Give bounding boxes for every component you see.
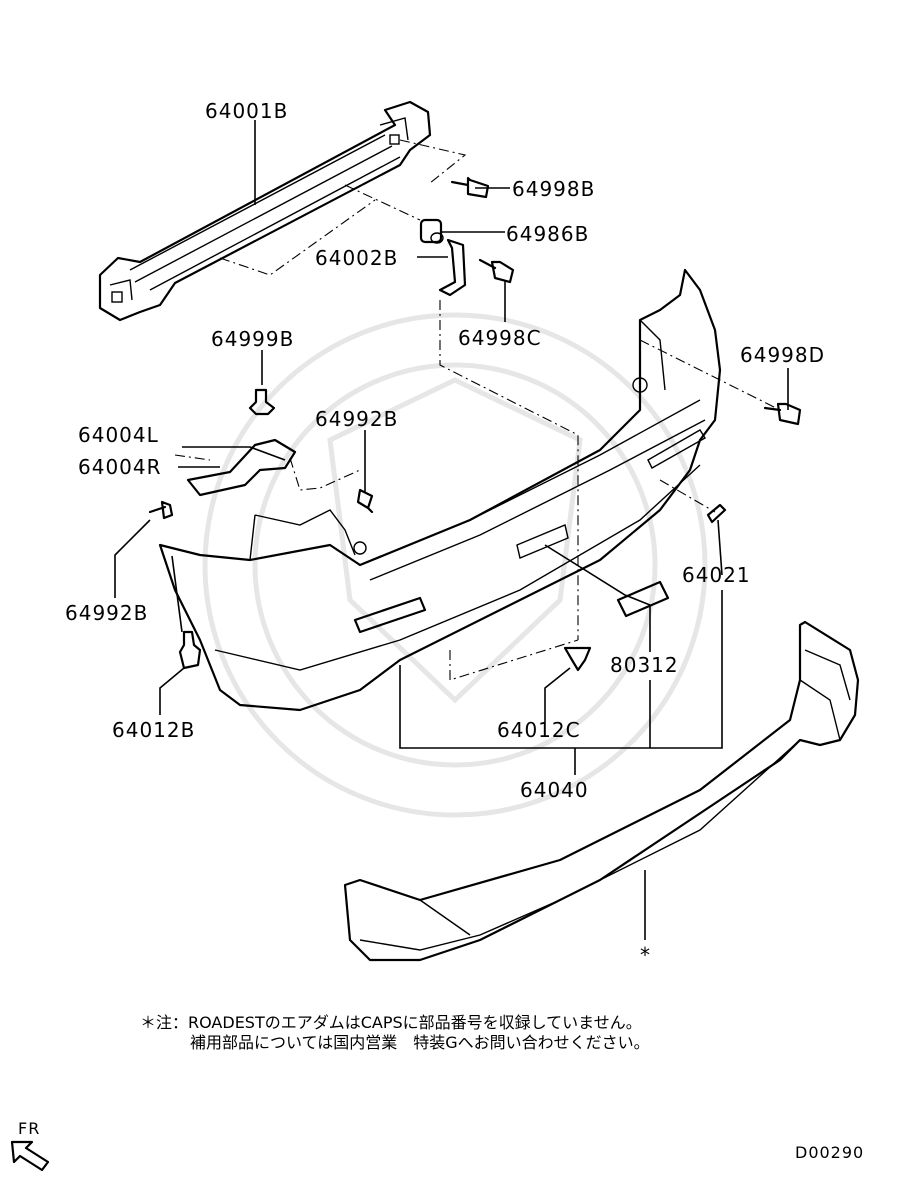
label-64998D: 64998D: [740, 343, 825, 367]
label-64012B: 64012B: [112, 718, 195, 742]
bracket-64002B: [438, 238, 467, 297]
diagram-code: D00290: [795, 1143, 864, 1162]
label-64998B: 64998B: [512, 177, 595, 201]
label-64002B: 64002B: [315, 246, 398, 270]
label-64012C: 64012C: [497, 718, 581, 742]
note-line-2: 補用部品については国内営業 特装Gへお問い合わせください。: [190, 1033, 650, 1052]
front-arrow-icon: [10, 1140, 50, 1172]
reinforcement-bar: [98, 100, 432, 322]
watermark: [202, 312, 708, 818]
bumper-body: [158, 268, 722, 712]
label-64021: 64021: [682, 563, 751, 587]
collar-64986B: [419, 218, 444, 244]
label-64992B-right: 64992B: [315, 407, 398, 431]
label-64992B-left: 64992B: [65, 601, 148, 625]
bolt-64998C: [478, 258, 515, 284]
clip-64021: [706, 503, 727, 524]
label-64040: 64040: [520, 778, 589, 802]
orientation-label: FR: [18, 1119, 40, 1138]
label-64004L: 64004L: [78, 423, 159, 447]
note-line-1: ＊注：ROADESTのエアダムはCAPSに部品番号を収録していません。: [140, 1013, 642, 1032]
clip-64012B: [178, 630, 202, 670]
screw-right: [356, 488, 374, 514]
clip-64012C: [563, 646, 592, 672]
label-64998C: 64998C: [458, 326, 542, 350]
clip-64999B: [248, 388, 276, 416]
bracket-64004: [186, 438, 297, 497]
label-64004R: 64004R: [78, 455, 162, 479]
label-64986B: 64986B: [506, 222, 589, 246]
screw-left: [148, 500, 174, 520]
label-64999B: 64999B: [211, 327, 294, 351]
label-80312: 80312: [610, 653, 679, 677]
label-asterisk: *: [640, 943, 651, 967]
label-64001B: 64001B: [205, 99, 288, 123]
bolt-64998B: [450, 176, 490, 199]
bolt-64998D: [763, 402, 802, 426]
air-dam: [343, 620, 860, 962]
reflector-80312: [616, 580, 670, 618]
